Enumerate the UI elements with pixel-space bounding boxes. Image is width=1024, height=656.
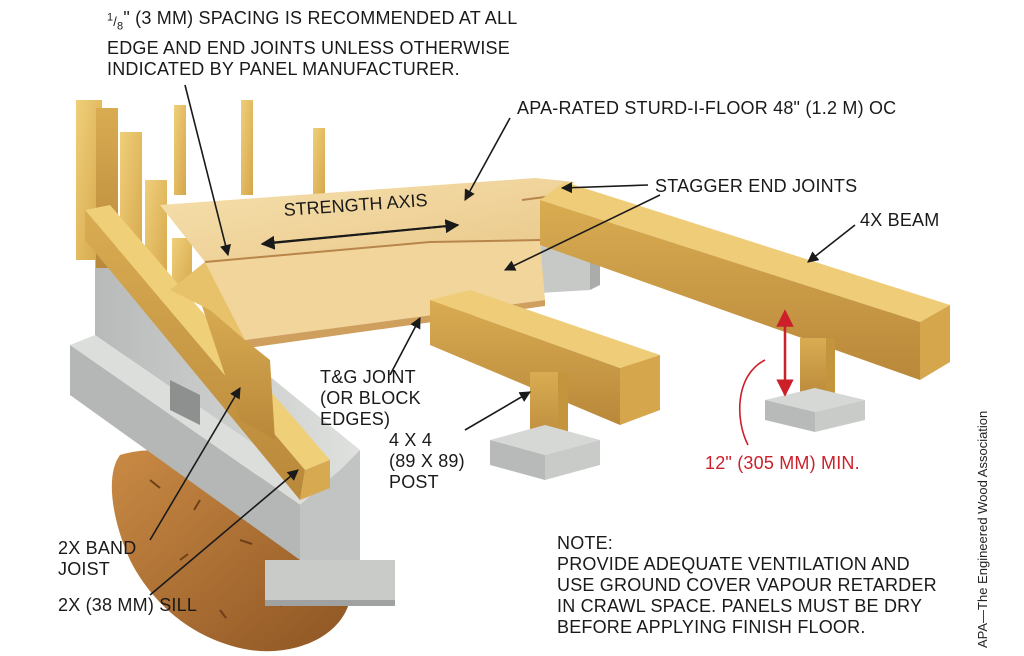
clearance-label: 12" (305 mm) MIN. [705, 453, 860, 473]
clearance-dimension [738, 309, 794, 446]
apa-credit: APA—The Engineered Wood Association [975, 410, 990, 648]
tg-joint-label: T&G JOINT (OR BLOCK EDGES) [320, 367, 421, 429]
leader-lines [149, 84, 856, 596]
note-block: NOTE: PROVIDE ADEQUATE VENTILATION AND U… [557, 533, 937, 637]
post-label: 4 X 4 (89 X 89) POST [389, 430, 465, 492]
4x-beam [540, 182, 950, 380]
strength-axis-arrow [260, 219, 460, 250]
post-right [765, 338, 865, 432]
post-left [490, 372, 600, 480]
sill-label: 2X (38 mm) SILL [58, 595, 198, 615]
floor-panel-label: APA-RATED STURD-I-FLOOR 48" (1.2 m) OC [517, 98, 897, 118]
band-joist-label: 2X BAND JOIST [58, 538, 137, 579]
spacing-label: 1/8" (3 mm) SPACING IS RECOMMENDED AT AL… [107, 8, 518, 79]
wall-studs [76, 100, 325, 298]
middle-joist [430, 290, 660, 425]
rim-board [170, 262, 275, 440]
stagger-joints-label: STAGGER END JOINTS [655, 176, 858, 196]
beam-label: 4X BEAM [860, 210, 940, 230]
